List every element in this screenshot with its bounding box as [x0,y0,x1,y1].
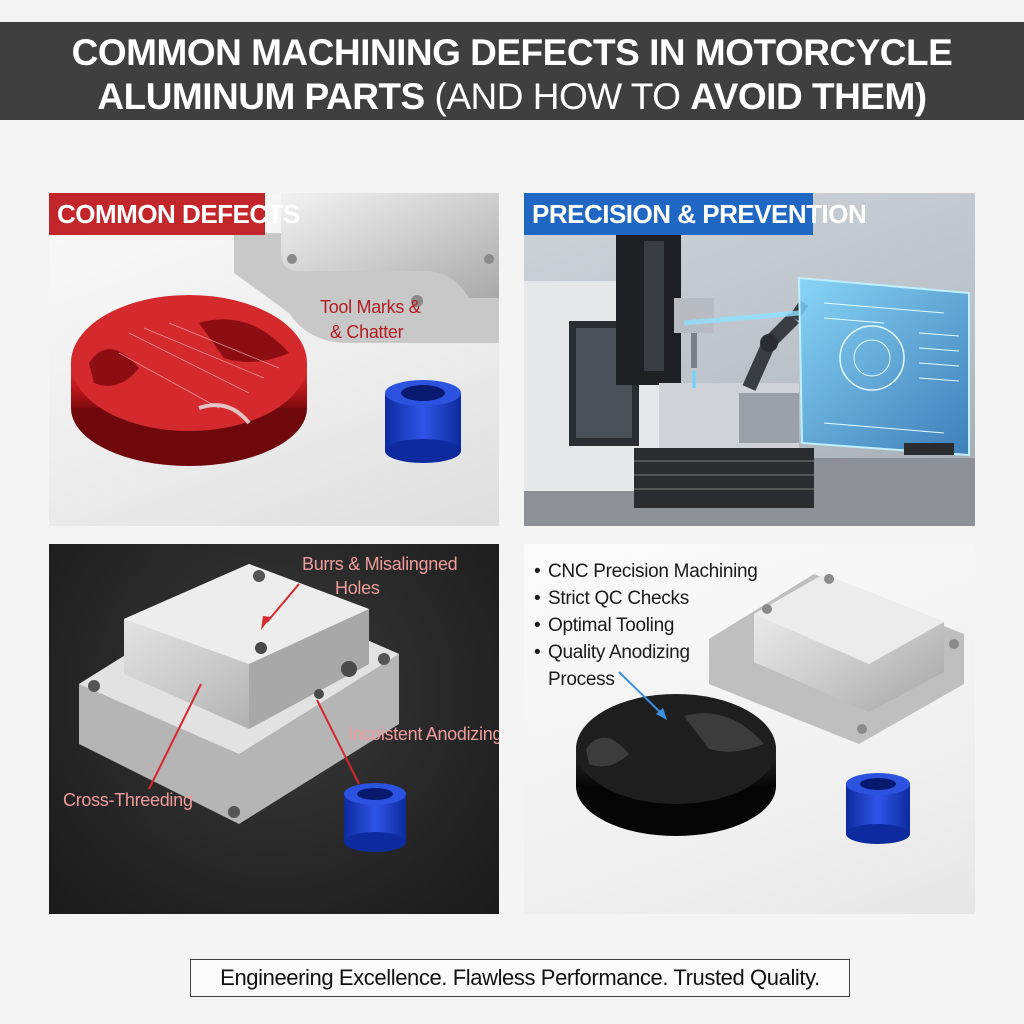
anodizing-label: Incoistent Anodizing [348,724,499,744]
cnc-machine [524,235,814,508]
title-line-2: ALUMINUM PARTS (AND HOW TO AVOID THEM) [0,76,1024,118]
bullet-text: Optimal Tooling [548,615,675,636]
bullet-continuation: Process [548,669,615,690]
bullet-dot: • [534,561,541,582]
cross-threading-label: Cross-Threeding [63,790,193,810]
defective-housing-photo [79,564,406,852]
chatter-label: & Chatter [330,322,404,342]
title-line-2-thin: (AND HOW TO [434,76,691,117]
title-line-1: COMMON MACHINING DEFECTS IN MOTORCYCLE [71,32,953,73]
holographic-blueprint-display [683,276,970,457]
bullet-optimal-tooling: • Optimal Tooling [534,612,758,639]
title-line-2-end: AVOID THEM) [690,76,927,117]
quality-parts-photo [576,574,964,844]
black-fuel-cap [576,694,776,836]
bullet-quality-anodizing: • Quality Anodizing [534,639,758,666]
tool-marks-label: Tool Marks & [320,297,421,317]
silver-housing [709,574,964,744]
red-fuel-cap [71,295,307,466]
bullet-text: Strict QC Checks [548,588,689,609]
title-line-2-start: ALUMINUM PARTS [97,76,435,117]
silver-housing [234,193,499,343]
silver-gearbox-housing [79,564,399,824]
common-defects-tag: COMMON DEFECTS [49,193,300,235]
panel-precision-prevention: PRECISION & PREVENTION [524,193,975,526]
panel-solutions: • CNC Precision Machining • Strict QC Chec… [524,544,975,914]
panel-common-defects: COMMON DEFECTS Tool Marks & & Chatter [49,193,499,526]
bullet-dot: • [534,588,541,609]
solutions-list: • CNC Precision Machining • Strict QC Chec… [534,558,758,693]
burrs-label-line-2: Holes [335,578,380,598]
burrs-label-line-1: Burrs & Misalingned [302,554,458,574]
cnc-machine-photo [524,235,975,526]
blue-threaded-bung [344,783,406,852]
robot-arm [674,298,809,443]
blue-threaded-bung [846,773,910,844]
bullet-text: CNC Precision Machining [548,561,758,582]
blue-threaded-bung [385,380,461,463]
title-banner: COMMON MACHINING DEFECTS IN MOTORCYCLE A… [0,22,1024,120]
panel-defect-detail: Burrs & Misalingned Holes Incoistent Ano… [49,544,499,914]
bullet-dot: • [534,615,541,636]
footer-tagline: Engineering Excellence. Flawless Perform… [190,959,850,997]
bullet-qc-checks: • Strict QC Checks [534,585,758,612]
bullet-dot: • [534,642,541,663]
bullet-cnc-machining: • CNC Precision Machining [534,558,758,585]
defects-photo [71,193,499,466]
precision-prevention-tag: PRECISION & PREVENTION [524,193,867,235]
bullet-text: Quality Anodizing [548,642,690,663]
